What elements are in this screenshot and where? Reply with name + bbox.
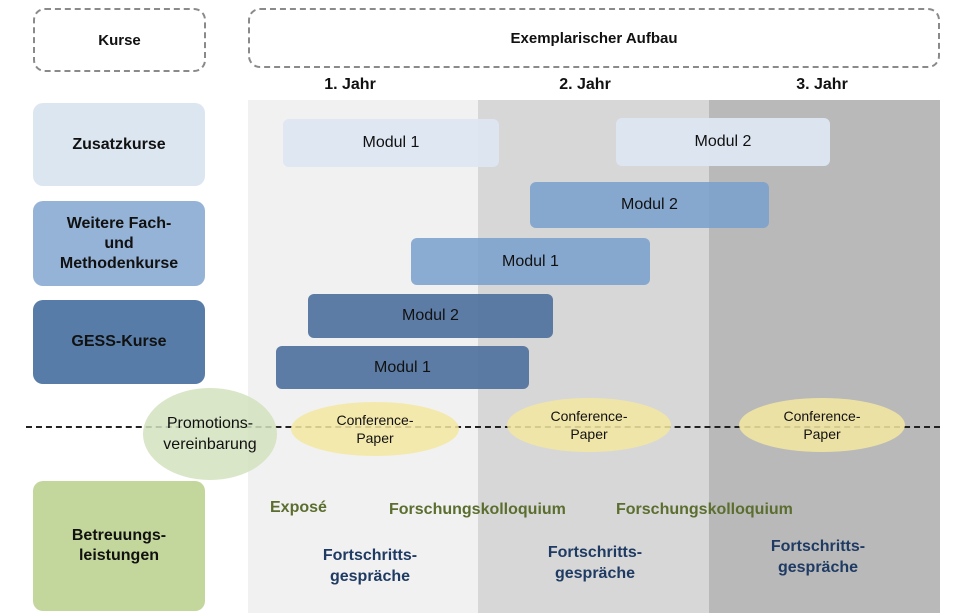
category-zusatzkurse: Zusatzkurse <box>33 103 205 186</box>
zusatz-modul-2-label: Modul 2 <box>694 133 752 150</box>
forschungskolloquium-1-label: Forschungskolloquium <box>389 501 566 518</box>
weitere-modul-2-label: Modul 2 <box>621 196 678 213</box>
fortschrittsgespraeche-2-label: Fortschritts- gespräche <box>547 544 643 582</box>
zusatz-modul-1: Modul 1 <box>283 119 499 167</box>
weitere-modul-1: Modul 1 <box>411 238 650 285</box>
fortschrittsgespraeche-1-label: Fortschritts- gespräche <box>322 547 418 585</box>
category-betreuungsleistungen: Betreuungs- leistungen <box>33 481 205 611</box>
zusatz-modul-1-label: Modul 1 <box>362 134 420 151</box>
category-betreuung-label: Betreuungs- leistungen <box>71 527 167 564</box>
conference-paper-3: Conference- Paper <box>739 398 905 452</box>
conference-paper-2-label: Conference- Paper <box>550 408 628 442</box>
gess-modul-1-label: Modul 1 <box>374 358 431 376</box>
gess-modul-2-label: Modul 2 <box>402 307 459 324</box>
conference-paper-3-label: Conference- Paper <box>783 408 861 442</box>
conference-paper-2: Conference- Paper <box>507 398 671 452</box>
zusatz-modul-2: Modul 2 <box>616 118 830 166</box>
weitere-modul-2: Modul 2 <box>530 182 769 228</box>
year-1-label: 1. Jahr <box>324 76 376 93</box>
category-zusatzkurse-label: Zusatzkurse <box>72 135 166 153</box>
separator-line <box>26 426 940 428</box>
gess-modul-2: Modul 2 <box>308 294 553 338</box>
category-weitere-label: Weitere Fach- und Methodenkurse <box>59 214 179 272</box>
year-3-label: 3. Jahr <box>796 76 848 93</box>
gess-modul-1: Modul 1 <box>276 346 529 389</box>
promotionsvereinbarung-label: Promotions- vereinbarung <box>163 415 257 453</box>
conference-paper-1-label: Conference- Paper <box>336 412 414 446</box>
kurse-header-label: Kurse <box>98 31 141 49</box>
category-gess-kurse: GESS-Kurse <box>33 300 205 384</box>
conference-paper-1: Conference- Paper <box>291 402 459 456</box>
kurse-header-box: Kurse <box>33 8 206 72</box>
forschungskolloquium-2-label: Forschungskolloquium <box>616 501 793 518</box>
weitere-modul-1-label: Modul 1 <box>502 252 559 270</box>
fortschrittsgespraeche-3-label: Fortschritts- gespräche <box>770 538 866 576</box>
expose-label: Exposé <box>270 499 327 516</box>
category-gess-label: GESS-Kurse <box>71 333 167 350</box>
aufbau-header-box: Exemplarischer Aufbau <box>248 8 940 68</box>
year-2-label: 2. Jahr <box>559 76 611 93</box>
category-weitere-kurse: Weitere Fach- und Methodenkurse <box>33 201 205 286</box>
promotionsvereinbarung-ellipse: Promotions- vereinbarung <box>143 388 277 480</box>
aufbau-header-label: Exemplarischer Aufbau <box>510 29 678 47</box>
